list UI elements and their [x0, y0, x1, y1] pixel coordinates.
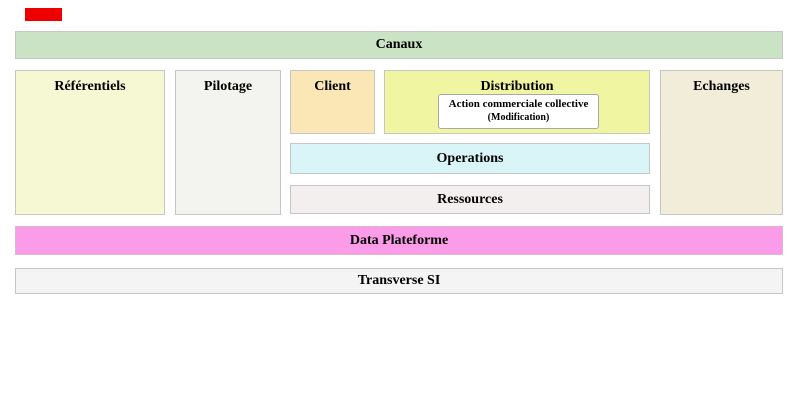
layer-client: Client [290, 70, 375, 134]
layer-distribution-label: Distribution [480, 79, 554, 94]
layer-data-plateforme-label: Data Plateforme [349, 232, 449, 248]
layer-ressources: Ressources [290, 185, 650, 214]
layer-echanges-label: Echanges [693, 79, 750, 94]
layer-client-label: Client [314, 79, 351, 94]
layer-data-plateforme: Data Plateforme [15, 226, 783, 255]
layer-pilotage-label: Pilotage [203, 79, 253, 94]
layer-canaux: Canaux [15, 31, 783, 59]
layer-echanges: Echanges [660, 70, 783, 215]
layer-referentiels: Référentiels [15, 70, 165, 215]
red-legend-marker [25, 8, 62, 21]
layer-ressources-label: Ressources [437, 191, 503, 207]
layer-transverse-si-label: Transverse SI [357, 273, 441, 288]
application-title: Action commerciale collective [448, 98, 589, 111]
layer-canaux-label: Canaux [375, 37, 423, 52]
application-subtitle: (Modification) [487, 112, 550, 124]
layer-operations: Operations [290, 143, 650, 174]
layer-operations-label: Operations [436, 150, 504, 166]
layer-referentiels-label: Référentiels [54, 79, 126, 94]
layer-pilotage: Pilotage [175, 70, 281, 215]
application-box: Action commerciale collective (Modificat… [438, 94, 599, 129]
layer-transverse-si: Transverse SI [15, 268, 783, 294]
layer-distribution: Distribution Action commerciale collecti… [384, 70, 650, 134]
